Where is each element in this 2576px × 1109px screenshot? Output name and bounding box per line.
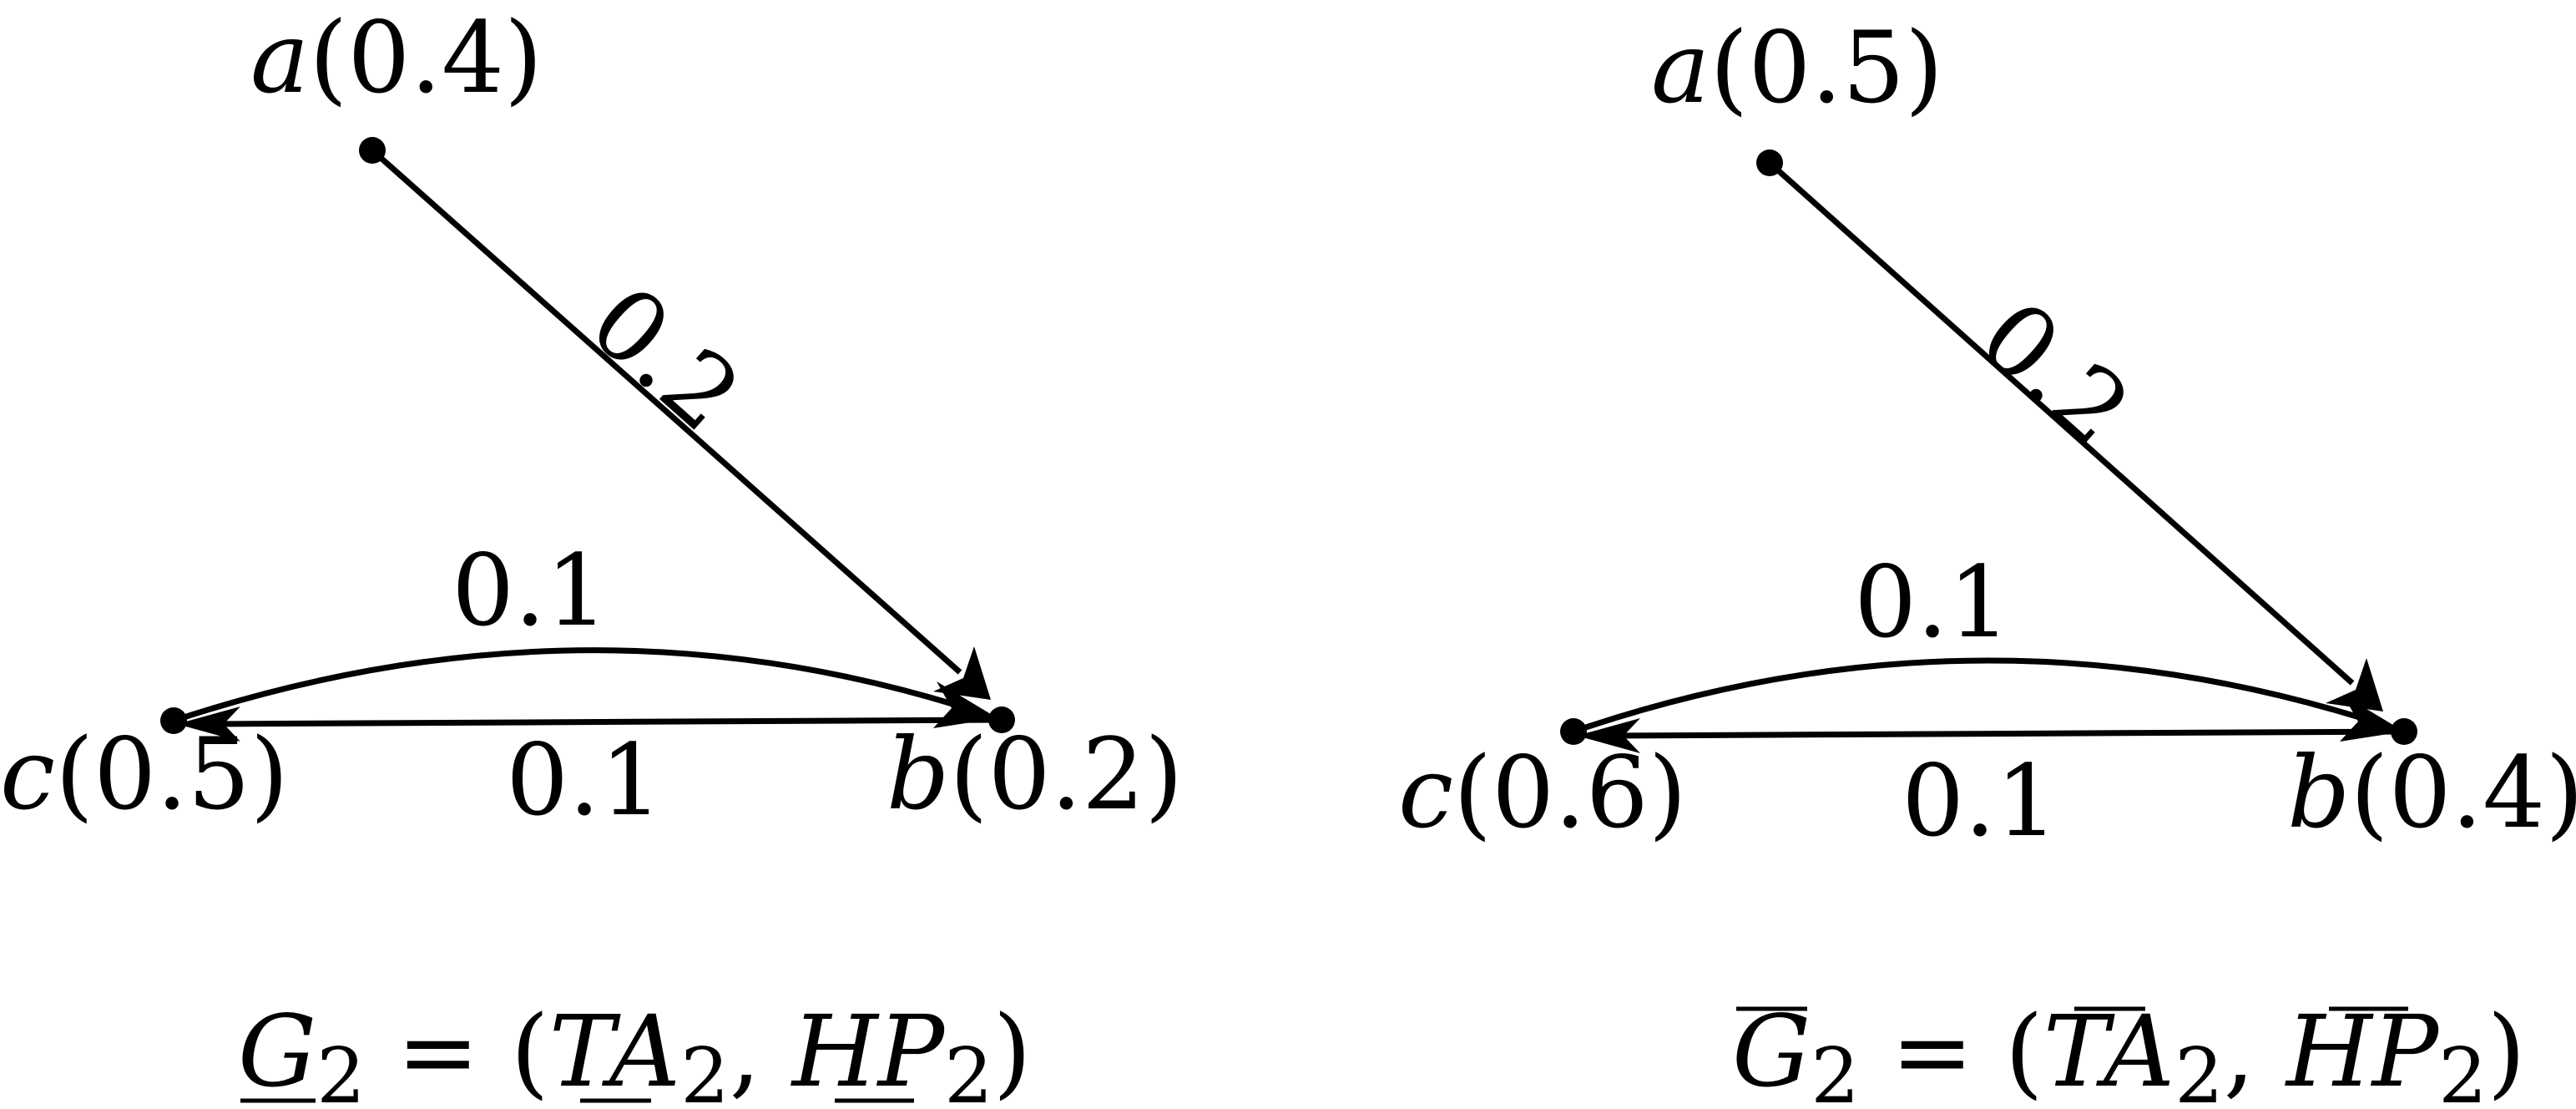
arrowhead-c-to-b (933, 681, 998, 728)
arrowhead-a-to-b (2326, 658, 2383, 711)
edge-a-to-b-weight: 0.2 (568, 263, 762, 453)
node-a-label: a(0.5) (1651, 10, 1943, 125)
arrowhead-b-to-c (1577, 718, 1640, 753)
edge-c-to-b-weight: 0.1 (1854, 544, 2011, 660)
caption-upper: G2 = (TA2, HP2) (1732, 994, 2526, 1109)
edge-c-to-b-weight: 0.1 (452, 533, 609, 648)
node-b (2391, 718, 2417, 745)
edge-b-to-c-weight: 0.1 (1902, 743, 2058, 858)
node-c (1560, 718, 1587, 745)
graph-lower: a(0.4) b(0.2) c(0.5) 0.2 0.1 0.1 G2 = (T… (0, 0, 1183, 1109)
arrowhead-a-to-b (933, 646, 991, 700)
caption-lower: G2 = (TA2, HP2) (238, 994, 1032, 1109)
node-c-label: c(0.5) (0, 717, 289, 832)
node-b-label: b(0.4) (2287, 735, 2576, 850)
node-a (359, 137, 386, 164)
node-b (988, 706, 1015, 733)
node-a (1756, 149, 1783, 176)
node-b-label: b(0.2) (886, 717, 1183, 832)
edge-c-to-b-curved (172, 647, 978, 724)
arrowhead-b-to-c (177, 706, 240, 742)
edge-a-to-b-weight: 0.2 (1958, 278, 2152, 468)
node-c-label: c(0.6) (1398, 735, 1687, 850)
edge-b-to-c (1608, 728, 2405, 739)
node-c (160, 707, 187, 734)
edge-a-to-b (370, 148, 962, 675)
edge-a-to-b (1767, 160, 2355, 686)
edge-b-to-c (208, 717, 1003, 727)
edge-b-to-c-weight: 0.1 (506, 722, 663, 838)
node-a-label: a(0.4) (250, 0, 543, 115)
edge-c-to-b-curved (1572, 657, 2385, 735)
graph-upper: a(0.5) b(0.4) c(0.6) 0.2 0.1 0.1 G2 = (T… (1398, 10, 2576, 1109)
